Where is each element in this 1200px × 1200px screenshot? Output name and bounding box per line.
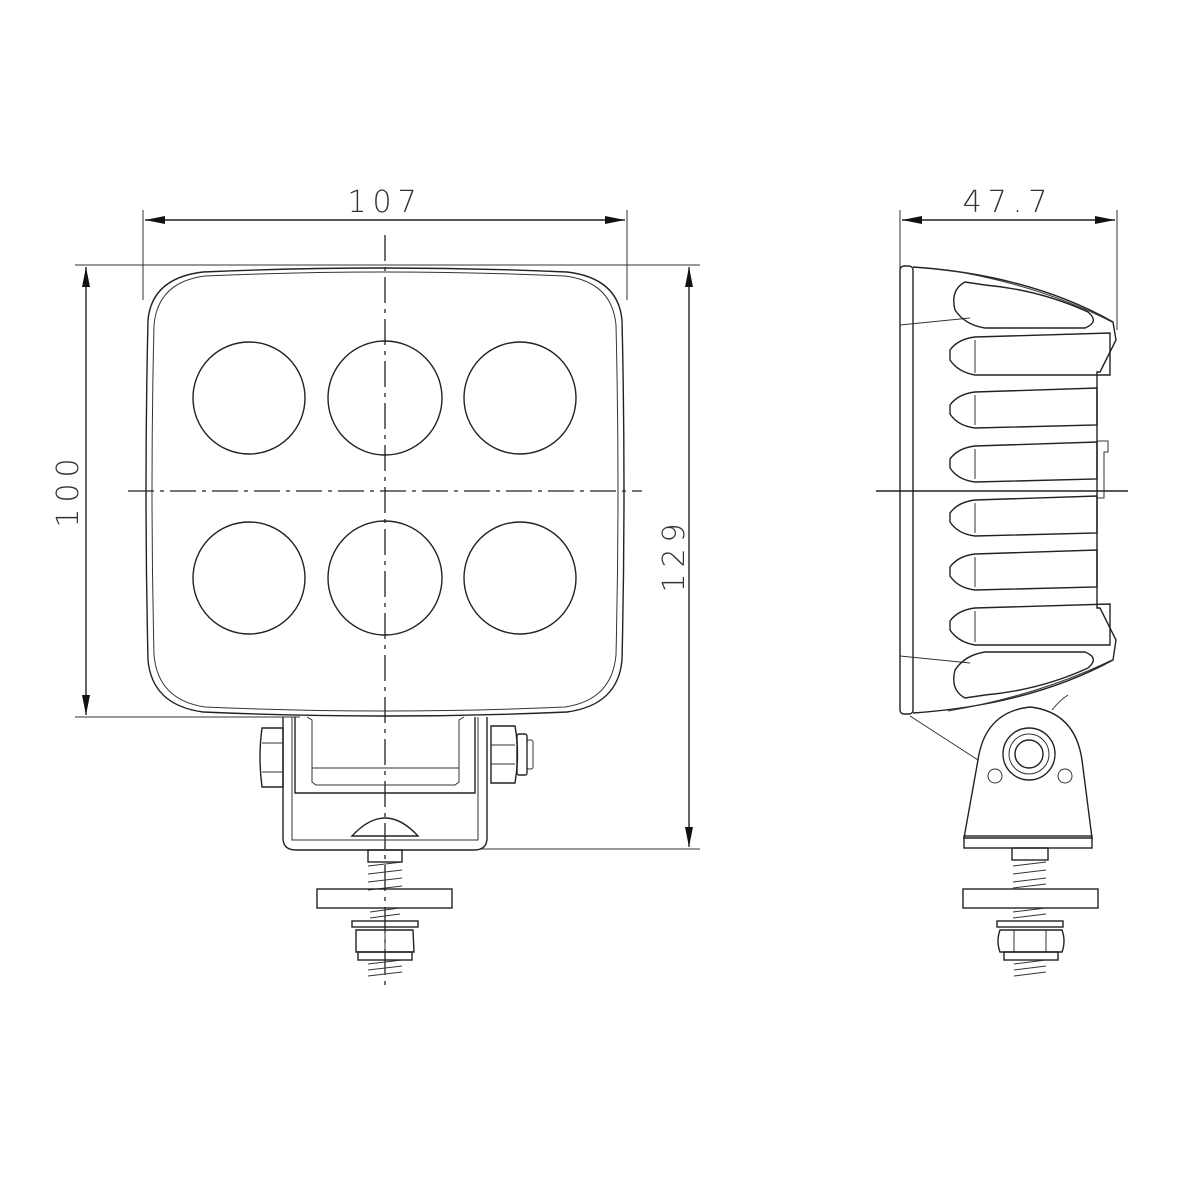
cooling-fins: [949, 332, 1111, 646]
lens-bezel: [899, 265, 914, 715]
dimension-width: 107: [142, 185, 628, 300]
washer-large: [316, 888, 453, 909]
dimension-depth-label: 47.7: [963, 185, 1054, 220]
housing-outline: [145, 267, 625, 717]
top-lobe: [953, 281, 1094, 329]
mounting-stud: [316, 849, 453, 977]
dimension-overall-height-label: 129: [657, 517, 692, 592]
mounting-bracket: [259, 716, 534, 851]
dimension-depth: 47.7: [899, 185, 1118, 330]
led-3: [463, 341, 577, 455]
dimension-housing-height: 100: [51, 264, 700, 718]
front-view: 107 100 129: [51, 185, 700, 990]
led-1: [192, 341, 306, 455]
dimension-overall-height: 129: [480, 267, 700, 850]
dimension-width-label: 107: [347, 185, 422, 220]
side-mounting-stud: [962, 847, 1099, 977]
led-6: [463, 521, 577, 635]
led-4: [192, 521, 306, 635]
bottom-lobe: [953, 651, 1094, 699]
side-bracket: [909, 694, 1093, 849]
side-view: 47.7: [876, 185, 1128, 977]
dimension-housing-height-label: 100: [51, 452, 86, 527]
